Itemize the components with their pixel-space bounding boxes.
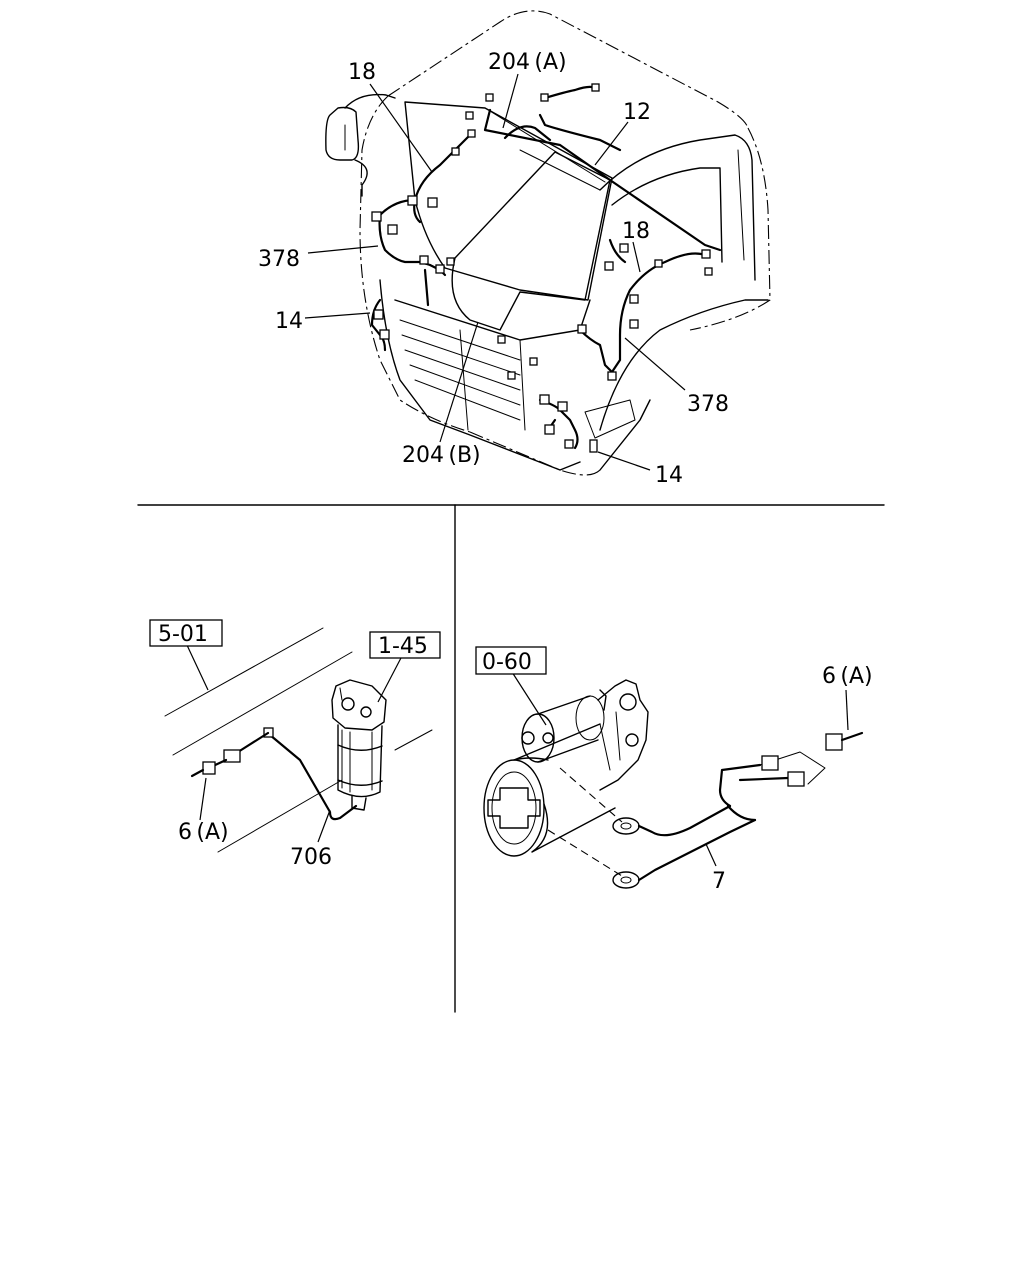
- harness-7-connector-2: [787, 771, 805, 787]
- right-connector-4: [604, 261, 614, 271]
- left-connector-5: [371, 211, 382, 222]
- lower-connector-5: [589, 439, 598, 453]
- roof-connector-3: [591, 83, 600, 92]
- cab-harness-wires: [370, 83, 722, 453]
- left-connector-7: [419, 255, 429, 265]
- starter-leaders: [511, 671, 849, 867]
- callout-14-right: 14: [655, 463, 683, 488]
- harness-7-connector-1: [761, 755, 779, 771]
- left-connector-11: [379, 329, 390, 340]
- ref-1-45-label: 1-45: [378, 634, 428, 659]
- ref-box-5-01[interactable]: [149, 619, 223, 647]
- ref-box-1-45[interactable]: [369, 631, 441, 659]
- lower-connector-1: [539, 394, 550, 405]
- center-connector-2: [529, 357, 538, 366]
- roof-connector-2: [540, 93, 549, 102]
- cab-leader-lines: [304, 73, 686, 471]
- callout-706: 706: [290, 845, 332, 870]
- left-connector-6: [387, 224, 398, 235]
- left-connector-8: [435, 264, 445, 274]
- center-connector-3: [507, 371, 516, 380]
- ref-box-0-60[interactable]: [475, 646, 547, 675]
- callout-204b: 204 (B): [402, 443, 481, 468]
- starter-motor-illustration: [483, 679, 864, 889]
- cab-callouts: 18 204 (A) 12 18 378 14 378 204 (B) 14: [258, 50, 729, 488]
- fuel-filter-illustration: [164, 627, 433, 853]
- center-connector-1: [497, 335, 506, 344]
- left-connector-9: [446, 257, 455, 266]
- lower-connector-2: [557, 401, 568, 412]
- left-connector-3: [407, 195, 418, 206]
- ref-5-01-label: 5-01: [158, 622, 208, 647]
- ref-0-60-label: 0-60: [482, 650, 532, 675]
- callout-204a: 204 (A): [488, 50, 567, 75]
- right-connector-8: [577, 324, 587, 334]
- left-connector-1: [467, 129, 476, 138]
- roof-connector-4: [465, 111, 474, 120]
- right-connector-7: [629, 319, 639, 329]
- right-connector-3: [619, 243, 629, 253]
- callout-18-right: 18: [622, 219, 650, 244]
- callout-18-left: 18: [348, 60, 376, 85]
- callout-7: 7: [712, 869, 726, 894]
- right-connector-9: [607, 371, 617, 381]
- callout-14-left: 14: [275, 309, 303, 334]
- callout-6a-right: 6 (A): [822, 664, 873, 689]
- callout-378-left: 378: [258, 247, 300, 272]
- right-connector-2: [704, 267, 713, 276]
- lower-connector-4: [564, 439, 574, 449]
- harness-6a-plug-left: [202, 761, 216, 775]
- left-connector-4: [427, 197, 438, 208]
- roof-connector-1: [485, 93, 494, 102]
- callout-12: 12: [623, 100, 651, 125]
- left-connector-2: [451, 147, 460, 156]
- harness-6a-plug-right: [825, 733, 843, 751]
- right-connector-1: [701, 249, 711, 259]
- callout-6a-left: 6 (A): [178, 820, 229, 845]
- left-connector-10: [373, 309, 384, 320]
- harness-706-plug: [223, 749, 241, 763]
- right-connector-6: [629, 294, 639, 304]
- fuel-filter-leaders: [185, 642, 403, 843]
- callout-378-right: 378: [687, 392, 729, 417]
- right-connector-5: [654, 259, 663, 268]
- lower-connector-3: [544, 424, 555, 435]
